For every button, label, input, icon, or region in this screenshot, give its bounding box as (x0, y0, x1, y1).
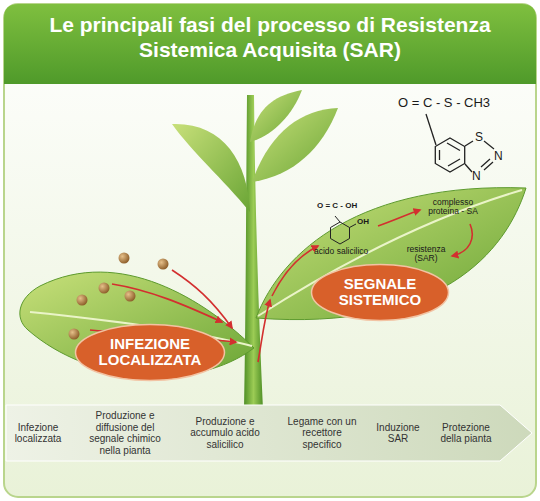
node-text-group: SEGNALE SISTEMICO (330, 276, 430, 309)
node-text-group: INFEZIONE LOCALIZZATA (94, 336, 206, 369)
node-text-group: Produzione e diffusione del segnale chim… (83, 410, 167, 456)
phase-oval: SEGNALE SISTEMICO (310, 263, 450, 322)
node-text-group: Produzione e accumulo acido salicilico (190, 416, 260, 451)
title-band (4, 4, 536, 84)
oval-fill (76, 324, 225, 380)
phase-title: INFEZIONE LOCALIZZATA (94, 336, 206, 369)
salicylic-ring (331, 216, 357, 244)
step-text: Infezione localizzata (6, 422, 70, 445)
node-text-group: Legame con un recettore specifico (283, 416, 361, 451)
atom-label: S (475, 131, 483, 144)
step-label: Legame con un recettore specifico (281, 414, 363, 453)
chemical-structure (426, 114, 494, 172)
step-label: Produzione e diffusione del segnale chim… (81, 408, 169, 458)
leaf (250, 90, 302, 142)
step-text: Produzione e accumulo acido salicilico (190, 416, 260, 451)
step-label: Produzione e accumulo acido salicilico (188, 414, 262, 453)
step-text: Legame con un recettore specifico (283, 416, 361, 451)
step-text: Produzione e diffusione del segnale chim… (83, 410, 167, 456)
leaf (172, 124, 250, 212)
diagram-title: Le principali fasi del processo di Resis… (30, 12, 510, 62)
resistance-label: resistenza (SAR) (401, 245, 451, 264)
step-text: Protezione della pianta (436, 422, 496, 445)
step-label: Infezione localizzata (4, 420, 72, 447)
chemical-formula: O = C - OH (317, 202, 357, 211)
stem (244, 95, 263, 410)
node-text-group: Infezione localizzata (6, 422, 70, 445)
atom-label: N (494, 150, 503, 163)
node-text-group: Protezione della pianta (436, 422, 496, 445)
atom-label: N (472, 170, 481, 183)
chemical-formula: O = C - S - CH3 (398, 96, 490, 110)
step-label: Protezione della pianta (434, 420, 498, 447)
oval-fill (312, 264, 449, 320)
step-text: Induzione SAR (372, 422, 424, 445)
leaf-vein (258, 190, 522, 316)
compound-name: acido salicilico (314, 247, 368, 256)
phase-oval: INFEZIONE LOCALIZZATA (74, 323, 226, 382)
process-arrow-band (6, 405, 532, 461)
step-label: Induzione SAR (370, 420, 426, 447)
node-text-group: Induzione SAR (372, 422, 424, 445)
phase-title: SEGNALE SISTEMICO (330, 276, 430, 309)
atom-label: OH (357, 218, 369, 227)
complex-label: complesso proteina - SA (422, 198, 484, 217)
title-box: Le principali fasi del processo di Resis… (30, 12, 510, 62)
frame (4, 4, 536, 497)
leaf (256, 188, 526, 320)
